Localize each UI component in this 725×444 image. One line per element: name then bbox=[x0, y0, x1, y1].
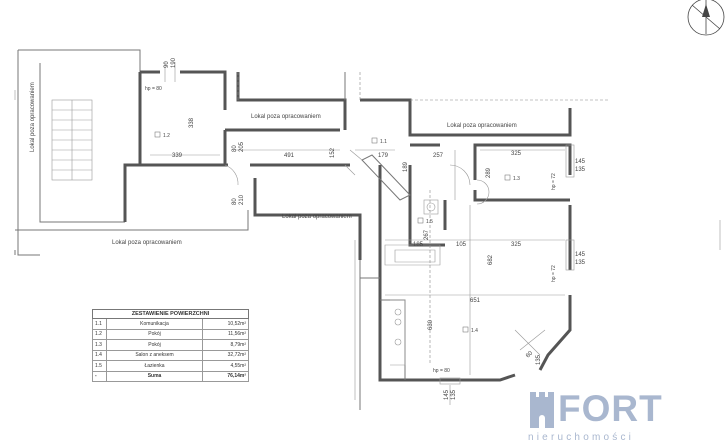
row-number: 1.4 bbox=[92, 349, 107, 361]
row-area: 10,52m² bbox=[202, 318, 249, 330]
row-area: 32,72m² bbox=[202, 349, 249, 361]
row-area: 8,79m² bbox=[202, 339, 249, 351]
dim-145-bottom: 145 bbox=[444, 389, 450, 400]
total-number: - bbox=[92, 370, 107, 382]
dim-491: 491 bbox=[284, 153, 295, 159]
fort-logo: FORT nieruchomości bbox=[528, 388, 725, 444]
label-outside-middle: Lokal poza opracowaniem bbox=[282, 214, 352, 220]
room-number-1-5: 1.5 bbox=[426, 219, 433, 225]
row-name: Pokój bbox=[106, 339, 203, 351]
dim-257: 257 bbox=[433, 153, 444, 159]
dim-80-left: 80 bbox=[232, 145, 238, 152]
dim-185: 185 bbox=[413, 242, 424, 248]
dim-289: 289 bbox=[486, 167, 492, 178]
north-arrow-icon bbox=[687, 0, 725, 36]
dim-205: 205 bbox=[239, 141, 245, 152]
dim-325-top: 325 bbox=[511, 151, 522, 157]
row-name: Łazienka bbox=[106, 360, 203, 372]
dim-189: 189 bbox=[403, 161, 409, 172]
label-outside-right: Lokal poza opracowaniem bbox=[447, 123, 517, 129]
logo-name: FORT bbox=[558, 388, 663, 429]
dim-60: 60 bbox=[525, 350, 534, 359]
logo-subtitle: nieruchomości bbox=[528, 432, 635, 443]
room-number-1-2: 1.2 bbox=[163, 133, 170, 139]
dim-135-mid: 135 bbox=[575, 260, 586, 266]
dim-135-bottom-diag: 135 bbox=[536, 354, 542, 365]
total-area: 76,14m² bbox=[202, 370, 249, 382]
dim-179: 179 bbox=[378, 153, 389, 159]
dim-80-lower: 80 bbox=[232, 198, 238, 205]
table-row: 1.3 Pokój 8,79m² bbox=[92, 339, 249, 351]
staircase bbox=[51, 99, 93, 181]
dim-267: 267 bbox=[424, 229, 430, 240]
dim-651: 651 bbox=[470, 298, 481, 304]
dim-top-190: 190 bbox=[171, 57, 177, 68]
dim-325-mid: 325 bbox=[511, 242, 522, 248]
label-outside-bottom: Lokal poza opracowaniem bbox=[112, 240, 182, 246]
label-outside-top: Lokal poza opracowaniem bbox=[251, 114, 321, 120]
row-number: 1.2 bbox=[92, 328, 107, 340]
total-name: Suma bbox=[106, 370, 203, 382]
dim-135-top: 135 bbox=[575, 167, 586, 173]
dim-339: 339 bbox=[172, 153, 183, 159]
row-number: 1.5 bbox=[92, 360, 107, 372]
dim-630: 630 bbox=[428, 319, 434, 330]
dim-145-mid: 145 bbox=[575, 252, 586, 258]
table-row: 1.2 Pokój 11,56m² bbox=[92, 328, 249, 340]
row-name: Komunikacja bbox=[106, 318, 203, 330]
hp-label-room-1-3: hp = 72 bbox=[551, 173, 557, 190]
table-row: 1.1 Komunikacja 10,52m² bbox=[92, 318, 249, 330]
dim-682: 682 bbox=[488, 254, 494, 265]
table-total-row: - Suma 76,14m² bbox=[92, 370, 249, 382]
row-name: Pokój bbox=[106, 328, 203, 340]
table-row: 1.4 Salon z aneksem 32,72m² bbox=[92, 349, 249, 361]
room-number-1-4: 1.4 bbox=[471, 328, 478, 334]
castle-tower-icon bbox=[530, 392, 554, 428]
hp-label-room-1-2: hp = 80 bbox=[145, 86, 162, 92]
room-number-1-1: 1.1 bbox=[380, 139, 387, 145]
row-number: 1.3 bbox=[92, 339, 107, 351]
hp-label-salon: hp = 80 bbox=[433, 368, 450, 374]
row-name: Salon z aneksem bbox=[106, 349, 203, 361]
dim-338: 338 bbox=[189, 117, 195, 128]
dim-135-bottom: 135 bbox=[451, 389, 457, 400]
dim-210: 210 bbox=[239, 194, 245, 205]
table-row: 1.5 Łazienka 4,55m² bbox=[92, 360, 249, 372]
label-outside-left: Lokal poza opracowaniem bbox=[30, 82, 36, 152]
area-summary-table: ZESTAWIENIE POWIERZCHNI 1.1 Komunikacja … bbox=[92, 309, 249, 382]
dim-105: 105 bbox=[456, 242, 467, 248]
row-number: 1.1 bbox=[92, 318, 107, 330]
hp-label-salon-window: hp = 72 bbox=[551, 265, 557, 282]
row-area: 11,56m² bbox=[202, 328, 249, 340]
table-title: ZESTAWIENIE POWIERZCHNI bbox=[92, 309, 249, 319]
room-number-1-3: 1.3 bbox=[513, 176, 520, 182]
row-area: 4,55m² bbox=[202, 360, 249, 372]
dim-145-top: 145 bbox=[575, 159, 586, 165]
dim-152: 152 bbox=[330, 147, 336, 158]
dim-top-90: 90 bbox=[164, 61, 170, 68]
